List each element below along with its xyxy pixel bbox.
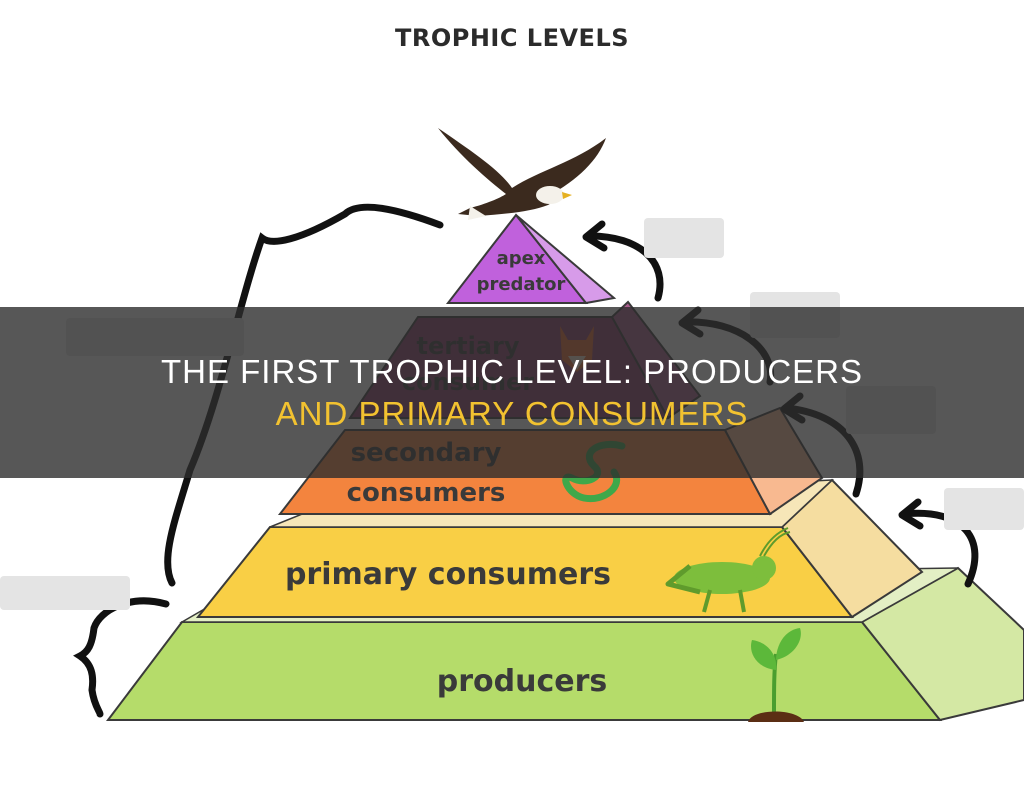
banner-title-line1: THE FIRST TROPHIC LEVEL: PRODUCERS [160,353,864,391]
secondary-consumers-label-line2: consumers [347,478,506,508]
apex-predator-level: apex predator [445,213,617,305]
blank-label-box-apex [644,218,724,258]
blank-label-box-producers [0,576,130,610]
blank-label-box-primary [944,488,1024,530]
large-brace-icon [164,203,444,587]
apex-predator-label-line2: predator [477,274,566,295]
primary-consumers-label: primary consumers [285,557,611,592]
diagram-title: TROPHIC LEVELS [394,24,630,52]
arrow-to-primary-icon [900,509,979,588]
sprout-icon [748,628,804,722]
producers-label: producers [437,664,608,699]
banner-title: THE FIRST TROPHIC LEVEL: PRODUCERS AND P… [0,307,1024,478]
apex-predator-label-line1: apex [497,248,546,269]
grasshopper-icon [665,527,791,613]
eagle-icon [438,128,606,220]
banner-title-line2: AND PRIMARY CONSUMERS [275,394,749,432]
title-banner: THE FIRST TROPHIC LEVEL: PRODUCERS AND P… [0,307,1024,478]
